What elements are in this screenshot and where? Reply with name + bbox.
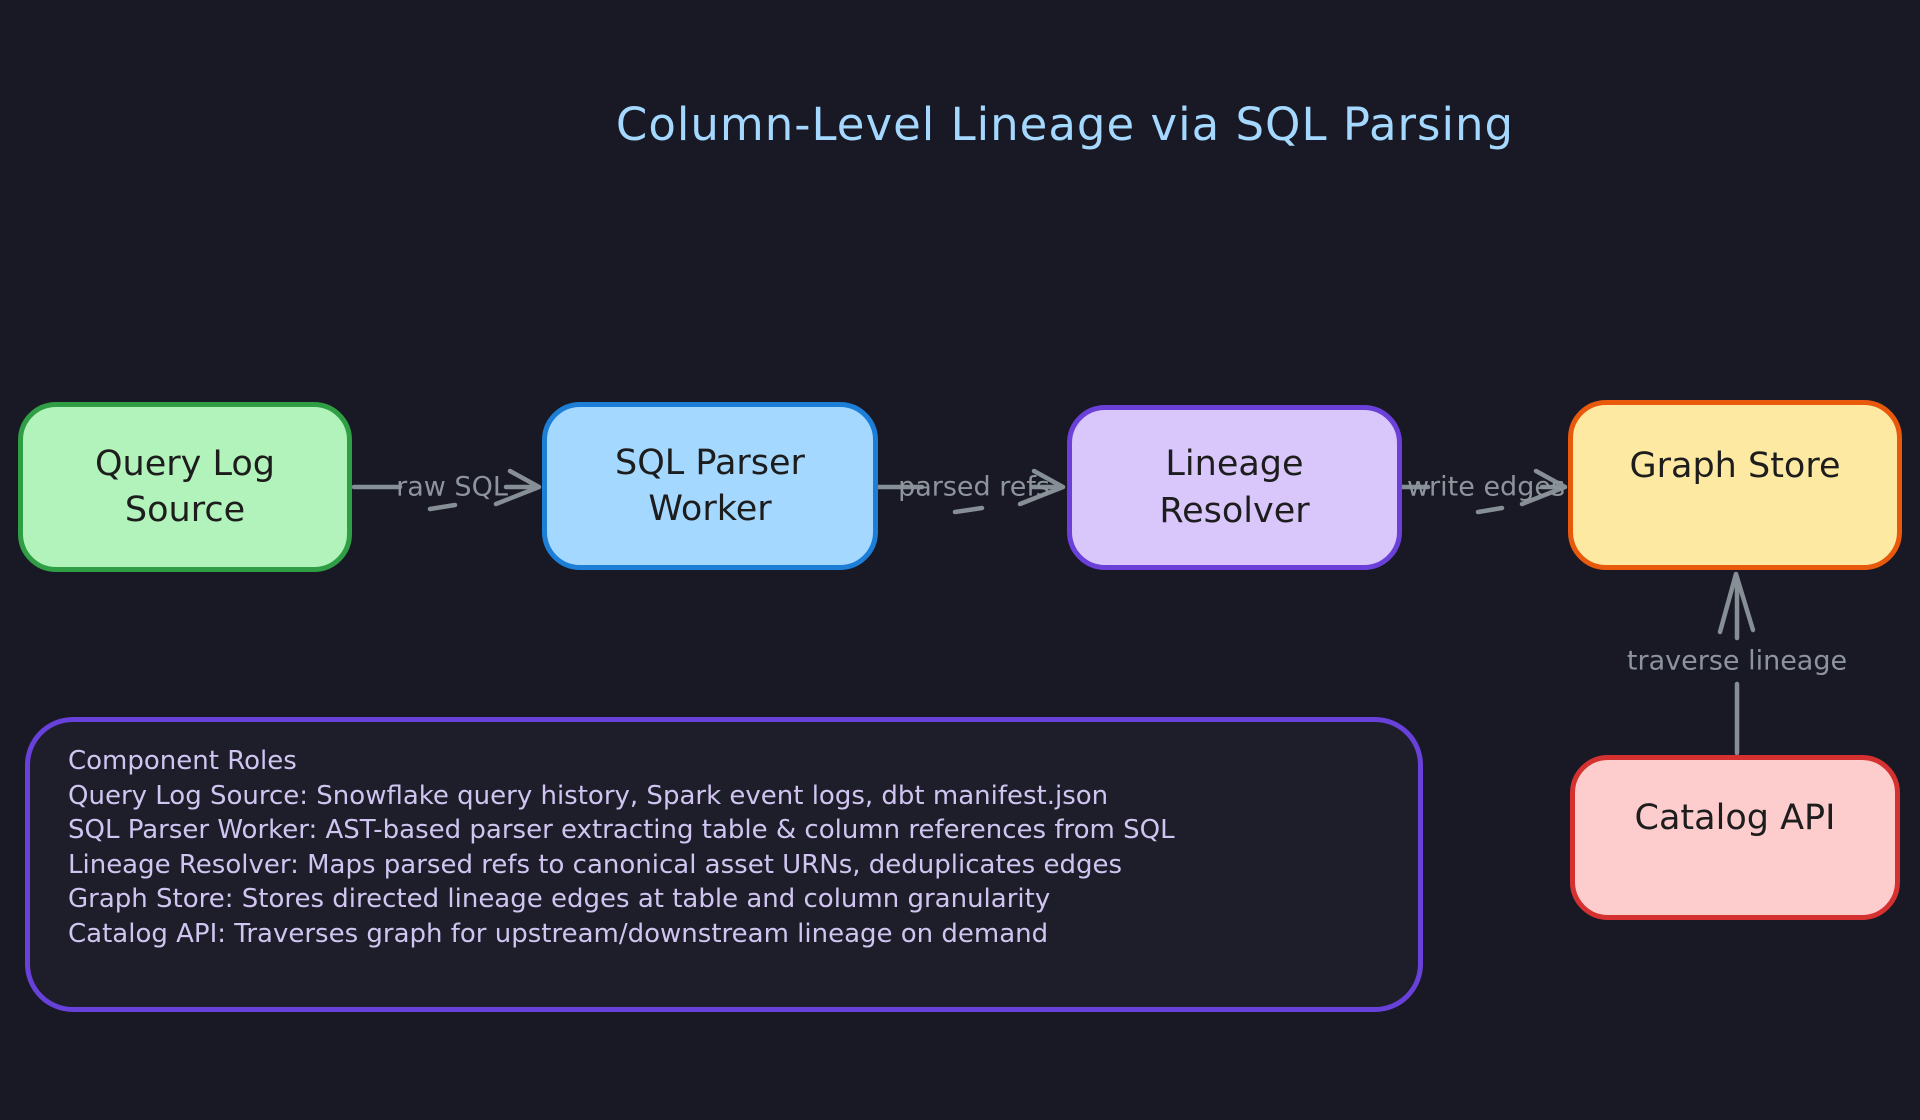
node-label: Source [124, 490, 246, 530]
notes-line: Catalog API: Traverses graph for upstrea… [68, 918, 1049, 949]
node-graph-store[interactable]: Graph Store [1568, 400, 1902, 570]
notes-line: Lineage Resolver: Maps parsed refs to ca… [68, 849, 1122, 880]
node-label: Query Log [94, 443, 275, 484]
edge-label-write-edges: write edges [1406, 471, 1566, 503]
edge-label-raw-sql: raw SQL [396, 471, 508, 503]
node-label: Resolver [1159, 490, 1310, 531]
diagram-title: Column-Level Lineage via SQL Parsing [615, 98, 1515, 151]
notes-line: SQL Parser Worker: AST-based parser extr… [68, 815, 1175, 845]
notes-line: Query Log Source: Snowflake query histor… [68, 780, 1109, 811]
notes-heading: Component Roles [68, 746, 297, 776]
node-label: SQL Parser [615, 442, 805, 483]
node-label: Worker [648, 489, 772, 529]
arrowhead-icon [1717, 571, 1756, 635]
notes-line: Graph Store: Stores directed lineage edg… [68, 884, 1051, 914]
node-sql-parser-worker[interactable]: SQL Parser Worker [542, 402, 878, 570]
node-label: Lineage [1165, 444, 1304, 485]
edge-label-parsed-refs: parsed refs [898, 471, 1050, 503]
node-catalog-api[interactable]: Catalog API [1570, 755, 1900, 920]
node-lineage-resolver[interactable]: Lineage Resolver [1067, 405, 1402, 570]
edge-label-traverse-lineage: traverse lineage [1626, 645, 1848, 677]
node-label: Graph Store [1629, 445, 1841, 486]
node-label: Catalog API [1634, 798, 1836, 839]
notes-panel[interactable]: Component Roles Query Log Source: Snowfl… [25, 717, 1423, 1012]
node-query-log-source[interactable]: Query Log Source [18, 402, 352, 572]
